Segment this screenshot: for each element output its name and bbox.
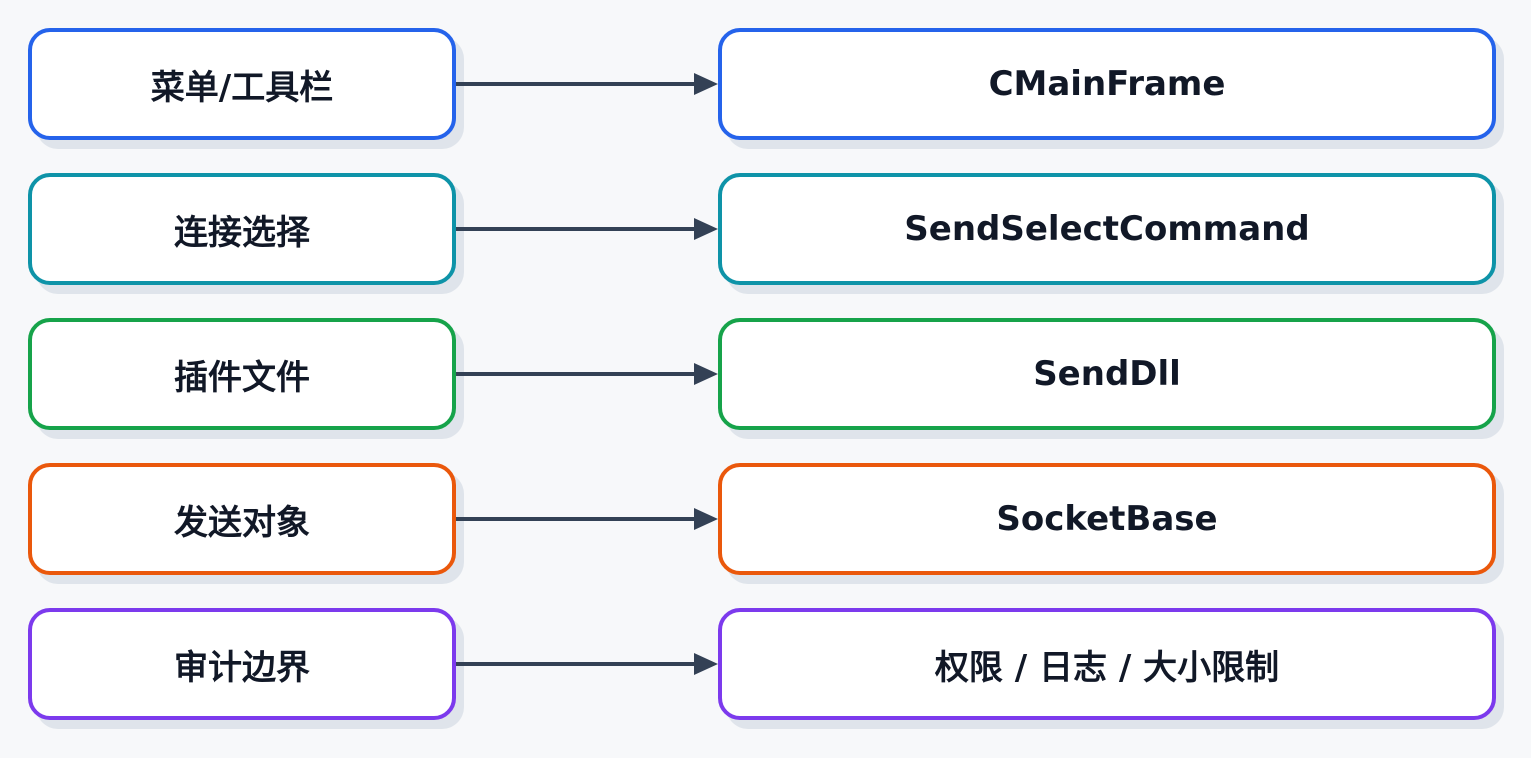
mapping-row-send-object: 发送对象 SocketBase [0, 463, 1531, 575]
audit-boundary-node: 审计边界 [28, 608, 456, 720]
connection-select-node: 连接选择 [28, 173, 456, 285]
send-object-node: 发送对象 [28, 463, 456, 575]
send-dll-node: SendDll [718, 318, 1496, 430]
arrow-connector [456, 508, 718, 530]
menu-toolbar-node: 菜单/工具栏 [28, 28, 456, 140]
mapping-row-audit-boundary: 审计边界 权限 / 日志 / 大小限制 [0, 608, 1531, 720]
arrow-connector [456, 363, 718, 385]
permissions-logs-size-limit-node: 权限 / 日志 / 大小限制 [718, 608, 1496, 720]
cmainframe-node: CMainFrame [718, 28, 1496, 140]
mapping-row-menu-toolbar: 菜单/工具栏 CMainFrame [0, 28, 1531, 140]
mapping-row-plugin-file: 插件文件 SendDll [0, 318, 1531, 430]
arrow-connector [456, 218, 718, 240]
mapping-row-connection-select: 连接选择 SendSelectCommand [0, 173, 1531, 285]
socket-base-node: SocketBase [718, 463, 1496, 575]
send-select-command-node: SendSelectCommand [718, 173, 1496, 285]
plugin-file-node: 插件文件 [28, 318, 456, 430]
arrow-connector [456, 73, 718, 95]
arrow-connector [456, 653, 718, 675]
